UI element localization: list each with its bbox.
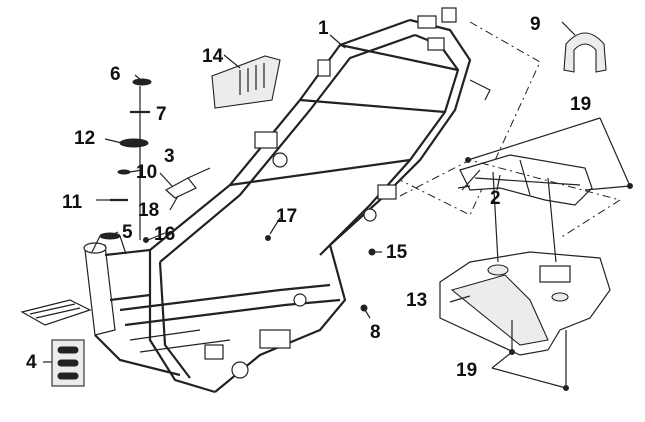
callout-13: 13 (406, 290, 427, 311)
callout-18: 18 (138, 200, 159, 221)
part-clip (563, 32, 607, 73)
callout-14: 14 (202, 46, 224, 67)
callout-numbers: 1 2 3 4 5 6 7 8 9 10 11 12 13 14 15 16 1… (26, 14, 591, 381)
callout-7: 7 (156, 104, 167, 125)
callout-19-top: 19 (570, 94, 591, 115)
main-frame (20, 7, 491, 394)
callout-4: 4 (26, 352, 37, 373)
callout-2: 2 (490, 188, 501, 209)
callout-6: 6 (110, 64, 121, 85)
callout-1: 1 (318, 18, 329, 39)
callout-15: 15 (386, 242, 408, 263)
part-bolt-8 (360, 304, 368, 312)
callout-8: 8 (370, 322, 381, 343)
callout-19-bottom: 19 (456, 360, 477, 381)
part-undertray (439, 251, 611, 391)
part-bolt-17 (265, 235, 271, 241)
part-bolt-16 (143, 237, 149, 243)
part-small-bracket (164, 177, 197, 199)
callout-9: 9 (530, 14, 541, 35)
leader-lines (43, 21, 631, 389)
group-outline (399, 21, 541, 216)
callout-5: 5 (122, 222, 133, 243)
callout-11: 11 (62, 192, 83, 213)
part-plate (211, 55, 281, 109)
callout-17: 17 (276, 206, 297, 227)
callout-10: 10 (136, 162, 157, 183)
group-outline-2 (399, 159, 622, 239)
callout-12: 12 (74, 128, 95, 149)
callout-16: 16 (154, 224, 175, 245)
part-grommets (51, 339, 85, 387)
callout-3: 3 (164, 146, 175, 167)
